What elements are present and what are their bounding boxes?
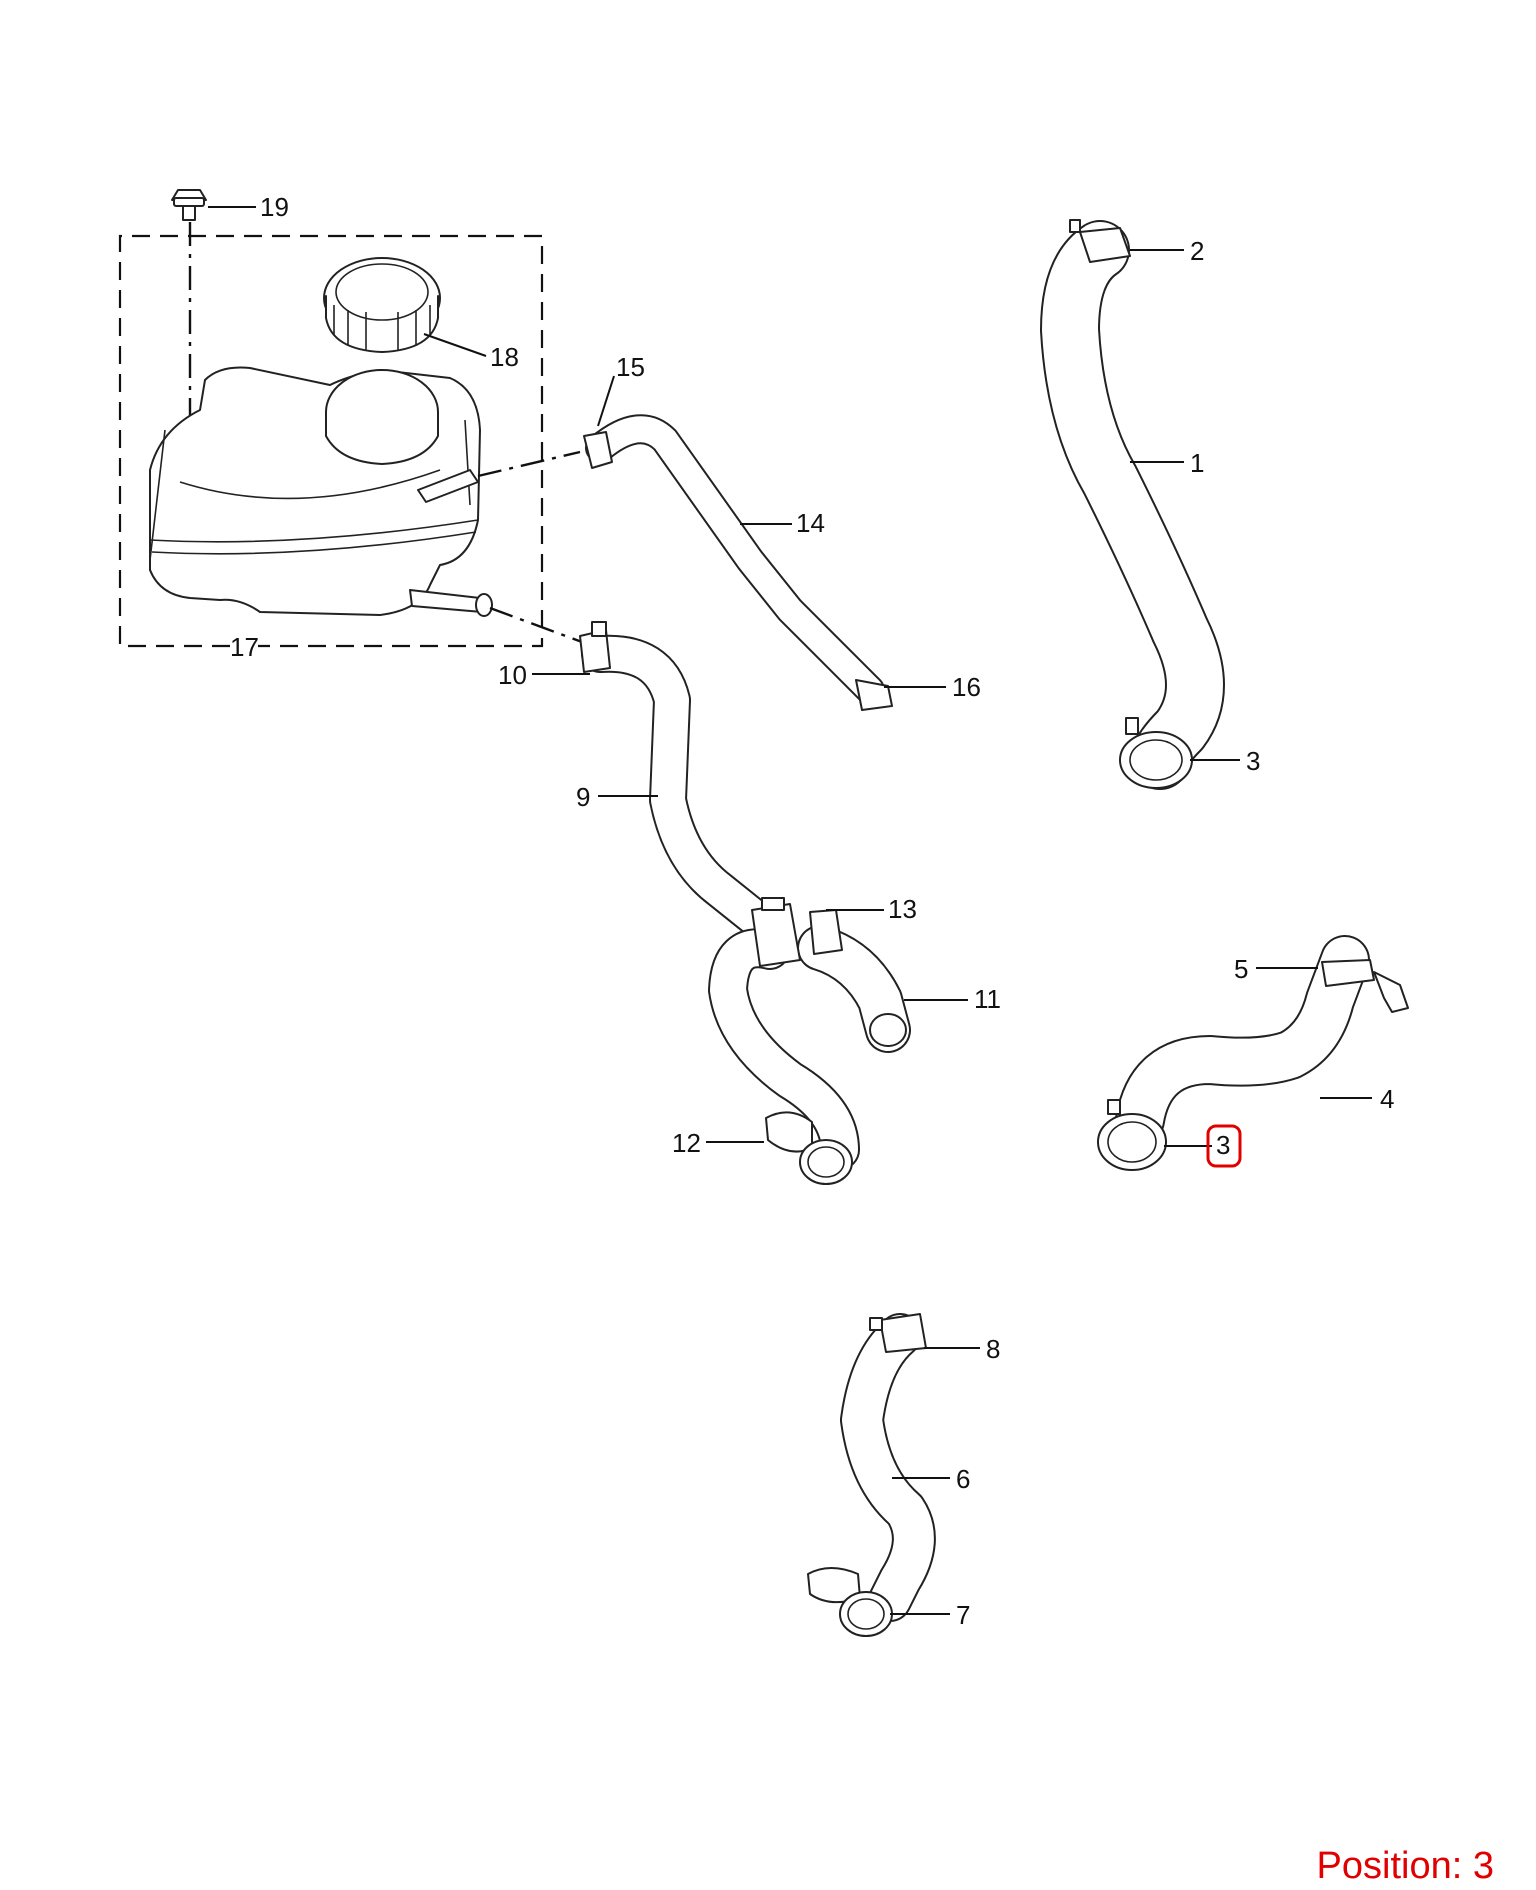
callout-17[interactable]: 17 (230, 632, 259, 662)
bolt-part[interactable] (171, 189, 207, 420)
hose-4-part[interactable] (1115, 935, 1370, 1145)
reservoir-cap-part[interactable] (323, 257, 441, 353)
callout-18[interactable]: 18 (490, 342, 519, 372)
callout-9[interactable]: 9 (576, 782, 590, 812)
connection-line (477, 450, 581, 478)
callout-12[interactable]: 12 (672, 1128, 701, 1158)
clamp-13-part[interactable] (751, 897, 843, 967)
hose-6-part[interactable] (840, 1313, 936, 1622)
callout-2[interactable]: 2 (1190, 236, 1204, 266)
hose-14-part[interactable] (583, 414, 893, 711)
highlight-box (1206, 1124, 1242, 1168)
clamp-3-lower-part[interactable] (1097, 1099, 1167, 1171)
position-label: Position: 3 (1316, 1845, 1494, 1887)
callout-19[interactable]: 19 (260, 192, 289, 222)
hose-9-part[interactable] (581, 634, 789, 949)
callout-7[interactable]: 7 (956, 1600, 970, 1630)
clamp-7-part[interactable] (807, 1567, 893, 1637)
clamp-10-part[interactable] (579, 621, 611, 673)
callout-6[interactable]: 6 (956, 1464, 970, 1494)
clamp-2-part[interactable] (1069, 219, 1131, 263)
callout-13[interactable]: 13 (888, 894, 917, 924)
callout-15[interactable]: 15 (616, 352, 645, 382)
callout-8[interactable]: 8 (986, 1334, 1000, 1364)
callout-1[interactable]: 1 (1190, 448, 1204, 478)
clamp-8-part[interactable] (869, 1313, 927, 1353)
hose-1-part[interactable] (1040, 220, 1225, 790)
callout-10[interactable]: 10 (498, 660, 527, 690)
callout-4[interactable]: 4 (1380, 1084, 1394, 1114)
hose-12-part[interactable] (708, 928, 860, 1185)
callout-11[interactable]: 11 (974, 984, 1001, 1014)
callout-3-upper[interactable]: 3 (1246, 746, 1260, 776)
callout-16[interactable]: 16 (952, 672, 981, 702)
connection-line (489, 606, 583, 644)
clamp-5-part[interactable] (1321, 959, 1409, 1013)
leader-lines (208, 206, 1372, 1615)
clamp-3-upper-part[interactable] (1119, 717, 1193, 789)
hose-11-part[interactable] (797, 925, 911, 1053)
coolant-reservoir-tank-part[interactable] (149, 366, 493, 617)
callout-5[interactable]: 5 (1234, 954, 1248, 984)
reservoir-assembly-frame (118, 234, 544, 648)
callout-14[interactable]: 14 (796, 508, 825, 538)
callout-3-lower[interactable]: 3 (1216, 1130, 1230, 1160)
